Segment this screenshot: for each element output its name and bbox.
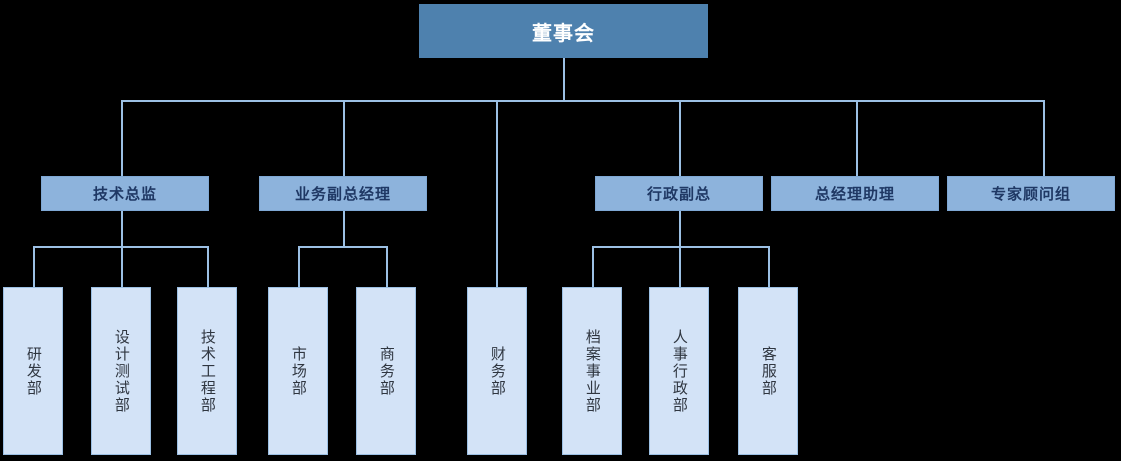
node-admin-deputy-label: 行政副总 [646,185,711,203]
connector-top-bus [121,100,1045,102]
connector-drop-finance-dept [496,100,498,287]
node-business-deputy-gm[interactable]: 业务副总经理 [259,176,427,211]
node-hr-admin[interactable]: 人事行政部 [649,287,709,455]
node-tech-eng-label: 技术工程部 [198,328,217,414]
node-expert-advisory-label: 专家顾问组 [990,185,1071,203]
connector-drop-gm-assistant [856,100,858,176]
node-finance-dept-label: 财务部 [488,345,507,397]
connector-drop-admin-deputy [679,100,681,176]
node-archive-div[interactable]: 档案事业部 [562,287,622,455]
connector-drop-expert-advisory [1043,100,1045,176]
connector-drop-business-deputy-gm [343,100,345,176]
node-customer-svc[interactable]: 客服部 [738,287,798,455]
node-business-deputy-gm-label: 业务副总经理 [294,185,391,203]
node-tech-director-label: 技术总监 [92,185,157,203]
connector-drop-design-test [121,246,123,287]
connector-stem-admin-deputy [679,211,681,248]
node-archive-div-label: 档案事业部 [583,328,602,414]
connector-bus-business-deputy-gm [298,246,388,248]
node-board[interactable]: 董事会 [419,4,708,58]
connector-bus-admin-deputy [592,246,770,248]
node-market-dept[interactable]: 市场部 [268,287,328,455]
connector-drop-hr-admin [679,246,681,287]
node-board-label: 董事会 [532,20,595,45]
connector-drop-customer-svc [768,246,770,287]
node-market-dept-label: 市场部 [289,345,308,397]
connector-root-stem [563,58,565,101]
connector-drop-archive-div [592,246,594,287]
node-customer-svc-label: 客服部 [759,345,778,397]
connector-drop-tech-eng [207,246,209,287]
node-design-test[interactable]: 设计测试部 [91,287,151,455]
node-hr-admin-label: 人事行政部 [670,328,689,414]
connector-drop-tech-director [121,100,123,176]
node-rd-dept[interactable]: 研发部 [3,287,63,455]
node-rd-dept-label: 研发部 [24,345,43,397]
node-gm-assistant-label: 总经理助理 [814,185,895,203]
node-gm-assistant[interactable]: 总经理助理 [771,176,939,211]
connector-drop-rd-dept [33,246,35,287]
connector-stem-tech-director [121,211,123,248]
node-commerce-dept-label: 商务部 [377,345,396,397]
connector-drop-market-dept [298,246,300,287]
node-expert-advisory[interactable]: 专家顾问组 [947,176,1115,211]
node-finance-dept[interactable]: 财务部 [467,287,527,455]
connector-drop-commerce-dept [386,246,388,287]
connector-stem-business-deputy-gm [343,211,345,248]
node-tech-director[interactable]: 技术总监 [41,176,209,211]
node-admin-deputy[interactable]: 行政副总 [595,176,763,211]
node-tech-eng[interactable]: 技术工程部 [177,287,237,455]
node-design-test-label: 设计测试部 [112,328,131,414]
node-commerce-dept[interactable]: 商务部 [356,287,416,455]
